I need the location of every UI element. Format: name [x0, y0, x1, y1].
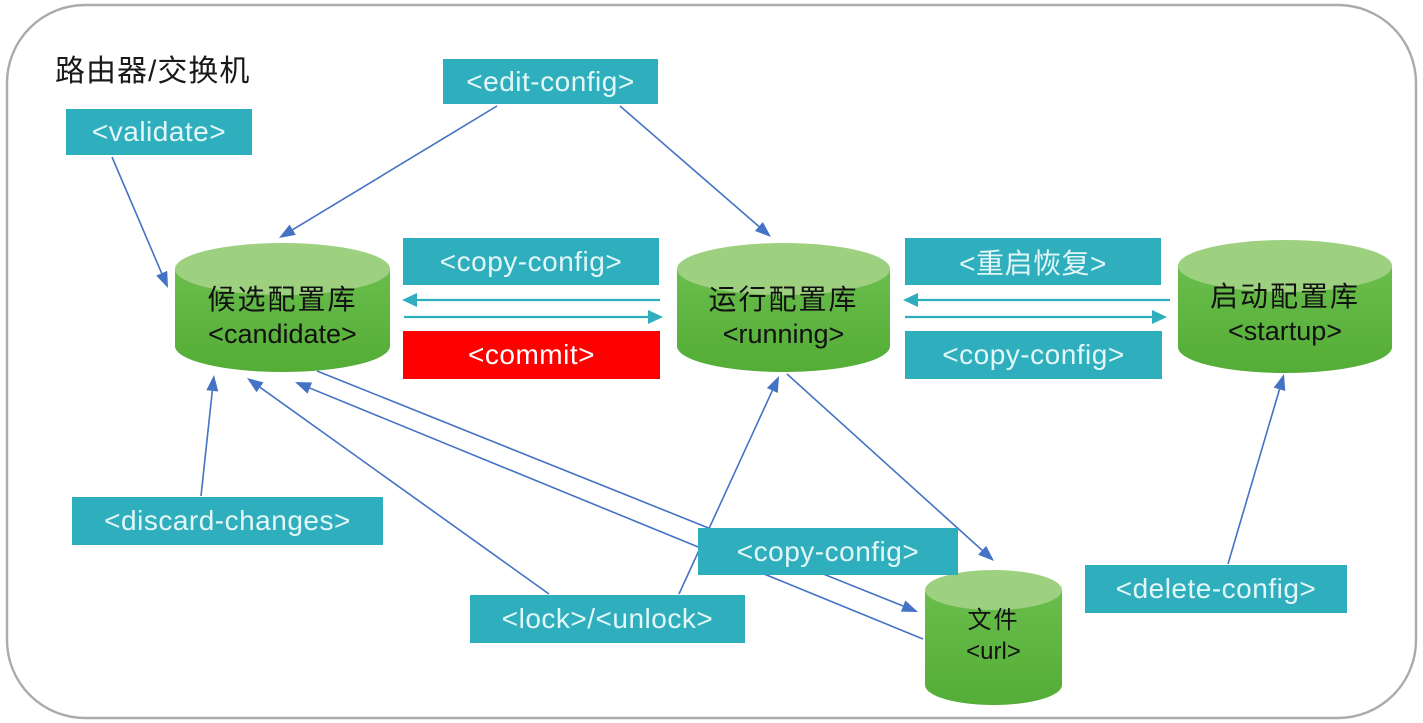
- box-copy-config-right: <copy-config>: [905, 331, 1162, 379]
- box-edit-config: <edit-config>: [443, 59, 658, 104]
- box-discard-changes: <discard-changes>: [72, 497, 383, 545]
- double-arrow-running-to-startup-arrowhead: [1152, 310, 1167, 324]
- box-delete-config-label: <delete-config>: [1115, 573, 1317, 604]
- cylinder-running-label: 运行配置库 <running>: [677, 283, 890, 351]
- box-copy-config-bottom-label: <copy-config>: [736, 535, 920, 567]
- connector-edit-config-to-candidate-line: [292, 105, 498, 231]
- box-commit: <commit>: [403, 331, 660, 379]
- connector-edit-config-to-candidate-arrowhead: [279, 224, 296, 238]
- box-copy-config-left-label: <copy-config>: [439, 245, 623, 277]
- connector-discard-changes-to-candidate-arrowhead: [206, 375, 219, 392]
- page-title: 路由器/交换机: [55, 55, 251, 88]
- box-restart-restore: <重启恢复>: [905, 238, 1161, 285]
- double-arrow-running-to-candidate-arrowhead: [402, 293, 417, 307]
- cylinder-startup-body: [1178, 266, 1392, 373]
- connector-lock-unlock-to-running-line: [678, 390, 774, 595]
- box-copy-config-left: <copy-config>: [403, 238, 659, 285]
- connector-delete-config-to-startup-arrowhead: [1273, 374, 1286, 392]
- connector-url-file-to-candidate-arrowhead: [295, 382, 313, 394]
- outer-border: [5, 3, 1418, 720]
- box-copy-config-bottom: <copy-config>: [698, 528, 958, 575]
- box-restart-restore-label: <重启恢复>: [959, 247, 1107, 279]
- connector-running-to-url-file-line: [786, 373, 983, 551]
- cylinder-candidate-label-cn: 候选配置库: [207, 284, 358, 315]
- cylinder-startup-top: [1178, 240, 1392, 292]
- cylinder-running-label-tag: <running>: [722, 319, 845, 349]
- connector-validate-to-candidate-line: [111, 156, 163, 274]
- cylinder-startup-label-tag: <startup>: [1227, 316, 1343, 346]
- connector-url-file-to-candidate-line: [309, 387, 924, 640]
- connector-lock-unlock-to-running-arrowhead: [766, 376, 779, 394]
- box-validate: <validate>: [66, 109, 252, 155]
- box-lock-unlock-label: <lock>/<unlock>: [501, 603, 714, 634]
- cylinder-startup-label-cn: 启动配置库: [1209, 281, 1360, 312]
- box-edit-config-label: <edit-config>: [466, 65, 635, 97]
- cylinder-startup-label: 启动配置库 <startup>: [1178, 280, 1392, 348]
- cylinder-url-file-label: 文件 <url>: [925, 605, 1062, 667]
- connector-lock-unlock-to-candidate-line: [259, 386, 550, 595]
- cylinder-url-file-body: [925, 590, 1062, 705]
- cylinder-candidate-top: [175, 243, 390, 295]
- cylinder-candidate-label-tag: <candidate>: [208, 319, 357, 349]
- box-discard-changes-label: <discard-changes>: [104, 505, 351, 536]
- double-arrow-candidate-to-running-arrowhead: [648, 310, 663, 324]
- box-lock-unlock: <lock>/<unlock>: [470, 595, 745, 643]
- connector-candidate-to-url-file-arrowhead: [900, 600, 918, 612]
- cylinder-candidate-label: 候选配置库 <candidate>: [175, 283, 390, 351]
- connector-running-to-url-file-arrowhead: [978, 545, 994, 561]
- box-commit-label: <commit>: [468, 339, 595, 370]
- connector-edit-config-to-running-arrowhead: [754, 221, 771, 237]
- box-validate-label: <validate>: [91, 116, 227, 147]
- cylinder-running-top: [677, 243, 890, 295]
- connector-delete-config-to-startup-line: [1227, 389, 1281, 565]
- box-delete-config: <delete-config>: [1085, 565, 1347, 613]
- connector-lock-unlock-to-candidate-arrowhead: [247, 378, 264, 393]
- connector-edit-config-to-running-line: [619, 105, 760, 228]
- double-arrow-startup-to-running-arrowhead: [903, 293, 918, 307]
- cylinder-url-file-top: [925, 570, 1062, 610]
- cylinder-url-file-label-tag: <url>: [966, 638, 1021, 665]
- cylinder-url-file-label-cn: 文件: [967, 607, 1020, 634]
- connector-discard-changes-to-candidate-line: [200, 390, 214, 497]
- connector-validate-to-candidate-arrowhead: [156, 270, 168, 288]
- cylinder-running-body: [677, 269, 890, 372]
- box-copy-config-right-label: <copy-config>: [942, 339, 1125, 370]
- cylinder-running-label-cn: 运行配置库: [708, 284, 859, 315]
- cylinder-candidate-body: [175, 269, 390, 372]
